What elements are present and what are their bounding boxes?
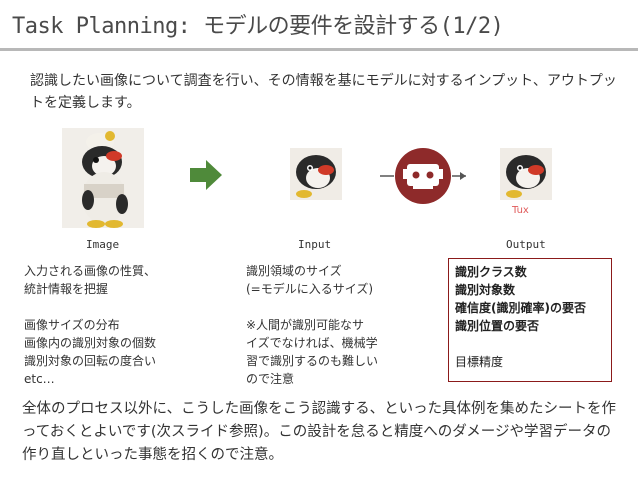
title-divider (0, 48, 638, 51)
input-desc-line: イズでなければ、機械学 (246, 336, 378, 350)
input-photo-image (62, 128, 144, 228)
image-description: 入力される画像の性質、 統計情報を把握 画像サイズの分布 画像内の識別対象の個数… (24, 262, 204, 388)
intro-text: 認識したい画像について調査を行い、その情報を基にモデルに対するインプット、アウト… (30, 73, 617, 111)
image-desc-line: 入力される画像の性質、 (24, 264, 157, 278)
image-label: Image (86, 238, 120, 251)
robot-icon (380, 145, 468, 207)
output-req-line: 目標精度 (455, 355, 504, 369)
footer-note: 全体のプロセス以外に、こうした画像をこう認識する、といった具体例を集めたシートを… (22, 401, 617, 463)
output-requirements-box: 識別クラス数 識別対象数 確信度(識別確率)の要否 識別位置の要否 目標精度 (448, 258, 612, 382)
input-description: 識別領域のサイズ (=モデルに入るサイズ) ※人間が識別可能なサ イズでなければ… (246, 262, 396, 388)
image-desc-line: 統計情報を把握 (24, 282, 109, 296)
input-desc-line: (=モデルに入るサイズ) (246, 282, 374, 296)
input-desc-line: 識別領域のサイズ (246, 264, 342, 278)
input-crop-image (290, 148, 342, 200)
image-desc-line: 識別対象の回転の度合い (24, 354, 157, 368)
image-desc-line: etc… (24, 372, 55, 386)
output-req-line: 識別クラス数 (455, 265, 527, 279)
output-req-line: 確信度(識別確率)の要否 (455, 301, 586, 315)
image-desc-line: 画像サイズの分布 (24, 318, 120, 332)
output-req-line: 識別対象数 (455, 283, 516, 297)
page-title: Task Planning: モデルの要件を設計する(1/2) (12, 14, 504, 39)
input-label: Input (298, 238, 332, 251)
tux-class-label: Tux (512, 205, 529, 216)
input-desc-line: ので注意 (246, 372, 295, 386)
input-desc-line: ※人間が識別可能なサ (246, 318, 365, 332)
input-desc-line: 習で識別するのも難しい (246, 354, 379, 368)
output-crop-image (500, 148, 552, 200)
image-desc-line: 画像内の識別対象の個数 (24, 336, 157, 350)
output-req-line: 識別位置の要否 (455, 319, 540, 333)
forward-arrow-icon (190, 158, 224, 192)
output-label: Output (506, 238, 546, 251)
